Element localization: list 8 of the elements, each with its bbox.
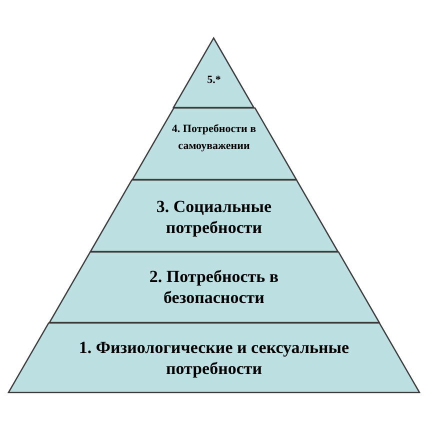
tier-label: 4. Потребности в самоуважении bbox=[170, 122, 257, 154]
pyramid-tier bbox=[90, 180, 338, 252]
pyramid-tier bbox=[8, 323, 420, 393]
pyramid-tier bbox=[48, 252, 380, 323]
tier-label: 5.* bbox=[206, 73, 222, 87]
tier-label: 1. Физиологические и сексуальные потребности bbox=[78, 337, 350, 379]
tier-label: 3. Социальные потребности bbox=[155, 196, 272, 238]
tier-label: 2. Потребность в безопасности bbox=[148, 266, 280, 308]
